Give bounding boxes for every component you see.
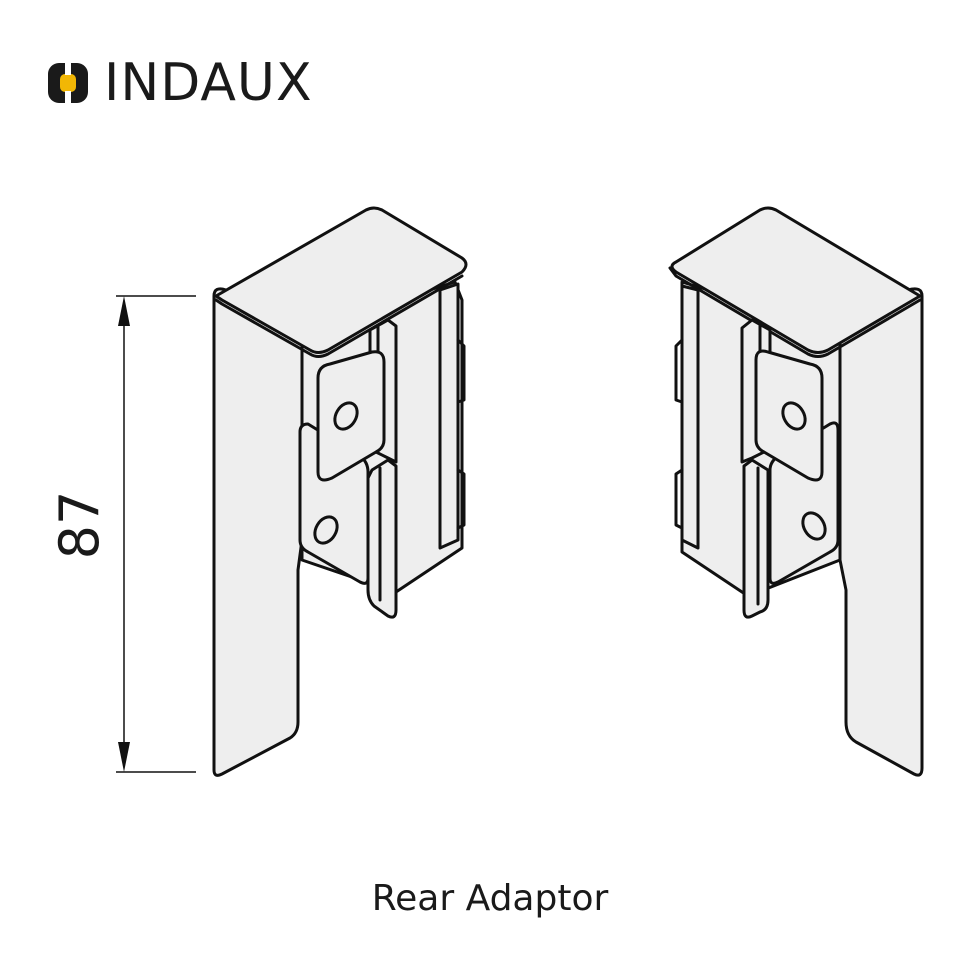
product-caption: Rear Adaptor xyxy=(371,878,609,919)
right-upper-hole-icon xyxy=(781,401,807,431)
left-top-plate xyxy=(214,206,468,354)
dimension-arrow-top-icon xyxy=(118,296,130,326)
brand-logo: INDAUX xyxy=(46,53,313,113)
right-lower-hole-icon xyxy=(801,511,827,541)
dimension-arrow-bottom-icon xyxy=(118,742,130,772)
right-top-plate xyxy=(670,206,922,354)
brand-mark-icon xyxy=(48,63,88,103)
right-side-slat xyxy=(680,284,700,550)
right-back-panel xyxy=(838,287,924,777)
right-adaptor xyxy=(668,206,924,777)
left-side-slat xyxy=(438,282,460,550)
left-lower-hole-icon xyxy=(313,515,339,545)
left-back-panel xyxy=(212,287,304,777)
right-lower-channel xyxy=(742,458,770,619)
left-upper-hole-icon xyxy=(333,401,359,431)
left-adaptor xyxy=(212,206,468,777)
left-channel xyxy=(366,458,398,619)
brand-name: INDAUX xyxy=(104,53,313,113)
dimension-value: 87 xyxy=(48,490,111,560)
dimension-line xyxy=(116,295,196,773)
